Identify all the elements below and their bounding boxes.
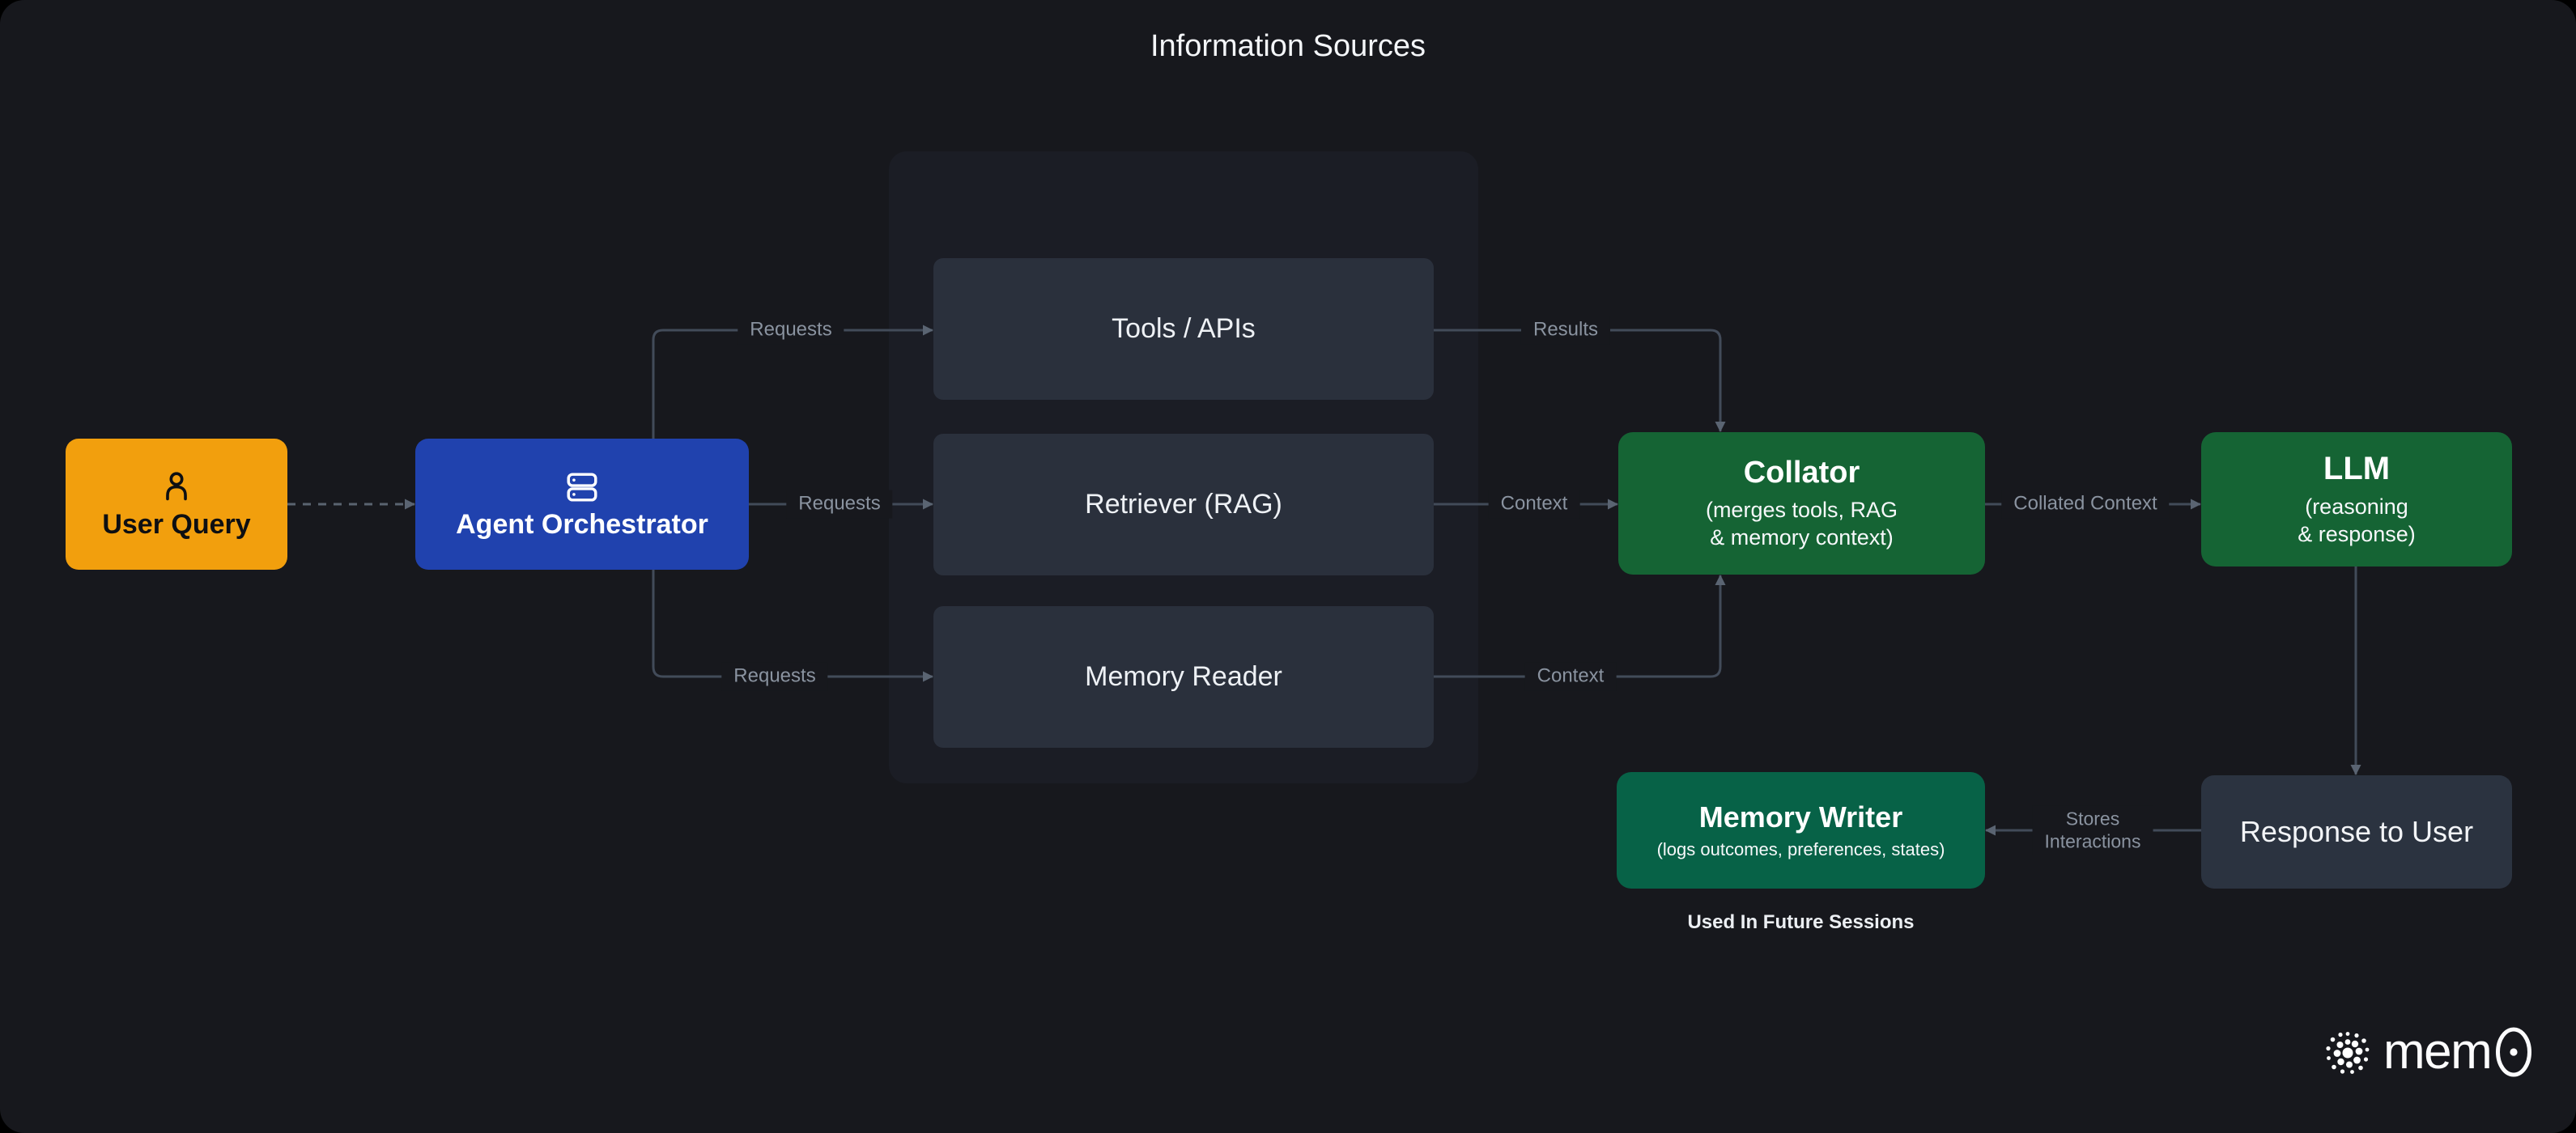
server-stack-icon <box>567 472 597 502</box>
node-llm: LLM (reasoning & response) <box>2201 432 2512 566</box>
response-to-user-label: Response to User <box>2239 815 2474 848</box>
edge-label-requests-top: Requests <box>738 316 844 345</box>
agent-orchestrator-label: Agent Orchestrator <box>456 508 708 540</box>
collator-title: Collator <box>1743 455 1860 490</box>
node-agent-orchestrator: Agent Orchestrator <box>415 439 749 570</box>
stores-line: Stores <box>2065 808 2120 830</box>
llm-title: LLM <box>2323 450 2391 486</box>
edge-label-collated-context: Collated Context <box>2001 490 2170 519</box>
edge-label-context-mid: Context <box>1488 490 1580 519</box>
edge-requests-bottom <box>652 570 933 682</box>
collator-subtitle: (merges tools, RAG & memory context) <box>1705 497 1898 550</box>
edge-requests-top <box>652 325 933 439</box>
memory-writer-title: Memory Writer <box>1698 800 1903 834</box>
memory-writer-subtitle: (logs outcomes, preferences, states) <box>1656 838 1945 859</box>
node-memory-reader: Memory Reader <box>933 606 1434 748</box>
edge-label-context-bottom: Context <box>1524 662 1617 691</box>
retriever-rag-label: Retriever (RAG) <box>1085 489 1282 520</box>
node-collator: Collator (merges tools, RAG & memory con… <box>1618 432 1985 575</box>
edge-label-requests-mid: Requests <box>786 490 893 519</box>
tools-apis-label: Tools / APIs <box>1112 313 1256 344</box>
person-icon <box>166 471 187 500</box>
llm-subtitle: (reasoning & response) <box>2298 494 2416 546</box>
edge-label-requests-bottom: Requests <box>721 662 828 691</box>
user-query-label: User Query <box>102 508 251 540</box>
edge-context-bottom <box>1434 575 1726 678</box>
memory-reader-label: Memory Reader <box>1085 661 1282 692</box>
mem0-text: mem <box>2383 1024 2493 1080</box>
mem0-dots-icon <box>2326 1032 2370 1074</box>
mem0-wordmark: mem <box>2383 1026 2532 1078</box>
edge-label-stores-interactions: Stores Interactions <box>2032 805 2153 855</box>
edge-label-results: Results <box>1520 316 1611 345</box>
memory-writer-caption: Used In Future Sessions <box>1687 911 1915 933</box>
node-tools-apis: Tools / APIs <box>933 258 1434 400</box>
zero-glyph <box>2496 1027 2532 1077</box>
edge-results <box>1434 329 1726 432</box>
node-user-query: User Query <box>66 439 287 570</box>
node-memory-writer: Memory Writer (logs outcomes, preference… <box>1617 772 1985 889</box>
node-response-to-user: Response to User <box>2201 775 2512 889</box>
interactions-line: Interactions <box>2044 830 2141 851</box>
information-sources-title: Information Sources <box>1150 29 1426 63</box>
mem0-logo: mem <box>2323 1020 2532 1084</box>
node-retriever-rag: Retriever (RAG) <box>933 434 1434 575</box>
